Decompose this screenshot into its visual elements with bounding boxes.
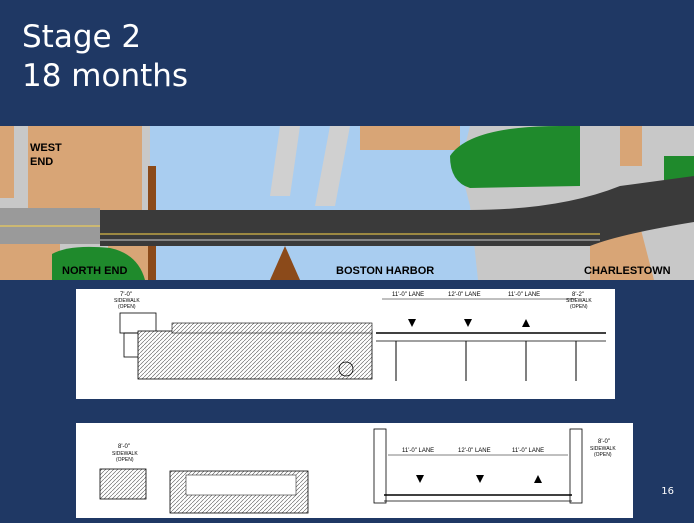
bottom-right-dim: 8'-0" — [598, 439, 610, 445]
label-west-end-2: END — [30, 156, 53, 168]
pier-1 — [270, 126, 300, 196]
top-lane-3: 11'-0" LANE — [508, 292, 540, 298]
land-charlestown-bottom — [590, 226, 654, 280]
top-arrow-down-2 — [464, 319, 472, 327]
cross-section-top-drawing: 7'-0" SIDEWALK (OPEN) 11'-0" LANE 12'-0"… — [114, 292, 606, 381]
label-charlestown: CHARLESTOWN — [584, 265, 671, 277]
label-west-end-1: WEST — [30, 142, 62, 154]
land-west-3 — [0, 126, 14, 198]
top-left-sidewalk: SIDEWALK — [114, 298, 140, 304]
bottom-arrow-up-3 — [534, 475, 542, 483]
bottom-left-dim: 8'-0" — [118, 444, 130, 450]
top-arrow-down-1 — [408, 319, 416, 327]
pier-3 — [270, 246, 300, 280]
bottom-arrow-down-1 — [416, 475, 424, 483]
bottom-right-sidewalk: SIDEWALK — [590, 446, 616, 452]
bottom-left-open: (OPEN) — [116, 457, 134, 463]
land-charlestown-right — [620, 126, 642, 166]
cross-section-top-panel: 7'-0" SIDEWALK (OPEN) 11'-0" LANE 12'-0"… — [76, 289, 615, 399]
top-right-dim: 8'-2" — [572, 292, 584, 298]
label-boston-harbor: BOSTON HARBOR — [336, 265, 434, 277]
existing-structure — [137, 330, 373, 380]
bottom-lane-1: 11'-0" LANE — [402, 448, 434, 454]
top-right-open: (OPEN) — [570, 304, 588, 310]
top-right-sidewalk: SIDEWALK — [566, 298, 592, 304]
land-north-end — [0, 244, 60, 280]
slide-title: Stage 2 18 months — [22, 18, 188, 96]
land-west-2 — [100, 126, 142, 214]
pier-2 — [315, 126, 350, 206]
bottom-left-sidewalk: SIDEWALK — [112, 451, 138, 457]
cross-section-bottom-panel: 8'-0" SIDEWALK (OPEN) 11'-0" LANE 12'-0"… — [76, 423, 633, 518]
bottom-right-open: (OPEN) — [594, 452, 612, 458]
top-left-dim: 7'-0" — [120, 292, 132, 298]
cross-section-bottom-drawing: 8'-0" SIDEWALK (OPEN) 11'-0" LANE 12'-0"… — [99, 428, 616, 514]
page-number: 16 — [661, 486, 674, 497]
top-lane-2: 12'-0" LANE — [448, 292, 481, 298]
top-left-open: (OPEN) — [118, 304, 136, 310]
bottom-lane-3: 11'-0" LANE — [512, 448, 544, 454]
bottom-arrow-down-2 — [476, 475, 484, 483]
bridge-deck-east — [470, 176, 694, 246]
title-line-stage: Stage 2 — [22, 19, 142, 55]
park-charlestown — [450, 126, 580, 188]
top-arrow-up-3 — [522, 319, 530, 327]
land-charlestown-top — [360, 126, 460, 150]
park-north-end — [52, 246, 145, 280]
bridge-plan-map: WEST END NORTH END BOSTON HARBOR CHARLES… — [0, 126, 694, 280]
bottom-lane-2: 12'-0" LANE — [458, 448, 491, 454]
top-lane-1: 11'-0" LANE — [392, 292, 424, 298]
title-line-duration: 18 months — [22, 58, 189, 94]
label-north-end: NORTH END — [62, 265, 127, 277]
land-west-end — [28, 126, 100, 208]
